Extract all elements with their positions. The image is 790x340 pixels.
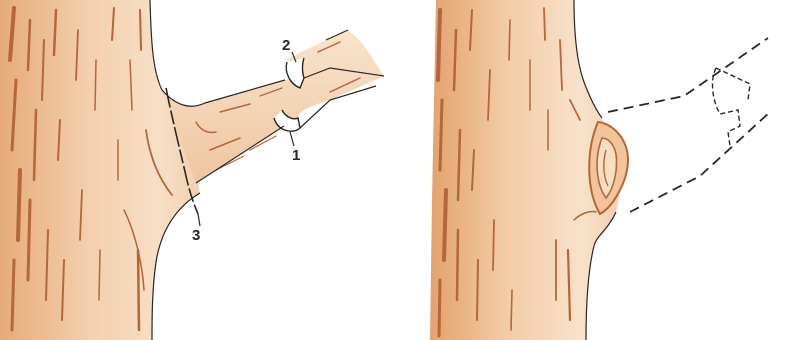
removed-branch-outline <box>608 38 770 212</box>
pointer-line-1 <box>290 132 294 146</box>
healed-wound <box>589 122 628 214</box>
left-illustration: 2 1 3 <box>0 0 384 340</box>
label-cut-1: 1 <box>292 147 300 164</box>
right-illustration <box>430 0 770 340</box>
label-cut-3: 3 <box>192 227 200 244</box>
label-cut-2: 2 <box>282 37 290 54</box>
pointer-line-3 <box>198 214 200 226</box>
